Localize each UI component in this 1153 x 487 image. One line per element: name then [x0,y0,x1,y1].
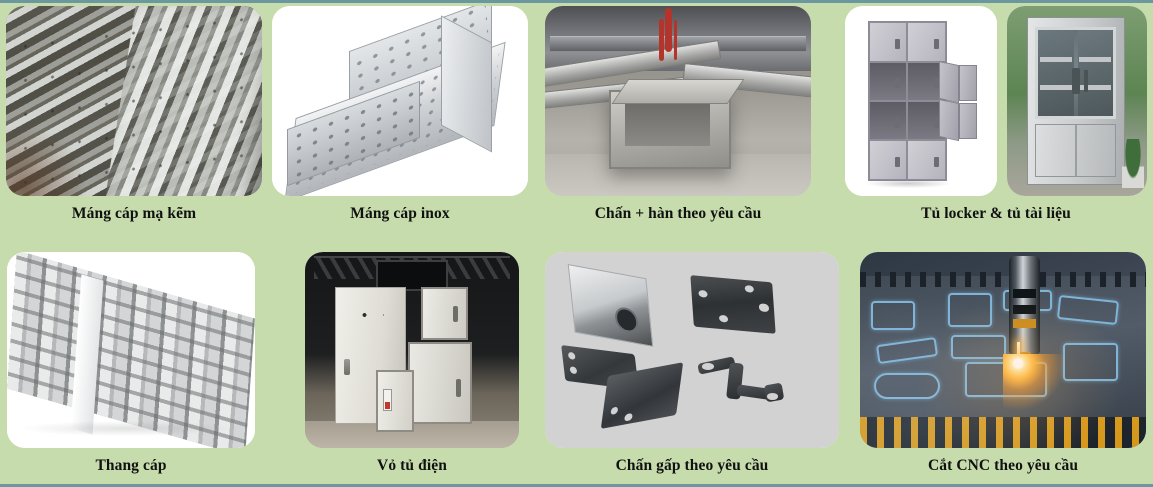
smoke-haze [860,252,1146,448]
ground-texture [6,120,94,196]
bracket-channel [568,263,655,347]
product-card-mang-cap-inox[interactable] [272,6,528,196]
potted-plant [1121,139,1145,189]
product-caption-vo-tu-dien: Vỏ tủ điện [377,457,447,474]
product-caption-chan-gap: Chấn gấp theo yêu cầu [615,457,769,474]
product-card-thang-cap[interactable] [7,252,255,448]
product-caption-tu-locker-tu-tai-lieu: Tủ locker & tủ tài liệu [921,205,1071,222]
product-caption-mang-cap-ma-kem: Máng cáp mạ kẽm [71,205,197,222]
product-image-mang-cap-ma-kem [6,6,262,196]
product-card-tu-tai-lieu[interactable] [1007,6,1147,196]
cutting-sparks [1003,353,1066,413]
enclosure-lock-large [344,358,351,375]
bracket-flat-four-hole [690,275,776,335]
cabinet-lower-doors [1035,124,1116,177]
plasma-torch-head [1008,255,1041,354]
product-image-vo-tu-dien [305,252,519,448]
product-caption-thang-cap: Thang cáp [95,457,167,474]
product-caption-mang-cap-inox: Máng cáp inox [350,205,450,222]
locker-shadow [866,178,952,189]
product-image-chan-han [545,6,811,196]
locker-swing-door-1 [939,60,959,104]
cutting-bed-slats-bottom [860,416,1146,448]
locker-swing-door-3 [939,98,959,142]
locker-compartment-open-3 [868,100,908,141]
product-caption-cat-cnc: Cắt CNC theo yêu cầu [927,457,1079,474]
product-image-tu-tai-lieu [1007,6,1147,196]
product-card-vo-tu-dien[interactable] [305,252,519,448]
top-accent-line [0,0,1153,3]
document-cabinet-body [1026,17,1125,185]
product-image-chan-gap [545,252,839,448]
product-image-tu-locker [845,6,997,196]
enclosure-medium [407,342,472,425]
glass-pane-left [1038,29,1074,117]
enclosure-top [420,287,468,341]
product-card-chan-gap[interactable] [545,252,839,448]
cabinet-handle [1071,67,1080,94]
locker-door-1 [868,22,908,62]
glass-pane-right [1077,29,1113,117]
background-panel [375,259,449,292]
locker-door-3 [868,140,908,180]
locker-swing-door-2 [959,64,978,101]
product-card-chan-han[interactable] [545,6,811,196]
locker-door-4 [907,140,946,180]
product-caption-chan-han: Chấn + hàn theo yêu cầu [594,205,762,222]
locker-compartment-open-1 [868,61,908,101]
locker-cabinet-body [867,21,947,181]
cable-ladder-rungs [7,252,255,448]
product-image-cat-cnc [860,252,1146,448]
bracket-z-bend [697,356,786,409]
bottom-accent-line [0,484,1153,487]
enclosure-switch [383,389,393,412]
product-card-cat-cnc[interactable] [860,252,1146,448]
product-image-mang-cap-inox [272,6,528,196]
product-card-tu-locker[interactable] [845,6,997,196]
locker-swing-door-4 [959,102,978,139]
glass-doors [1035,26,1116,120]
ladder-shadow [21,420,231,437]
enclosure-small [375,369,415,433]
red-clamp [659,19,665,62]
product-card-mang-cap-ma-kem[interactable] [6,6,262,196]
cutting-bed-slats-top [860,271,1146,288]
enclosure-knockouts [353,312,384,317]
product-image-thang-cap [7,252,255,448]
welded-steel-box [608,89,732,170]
locker-door-2 [907,22,946,62]
